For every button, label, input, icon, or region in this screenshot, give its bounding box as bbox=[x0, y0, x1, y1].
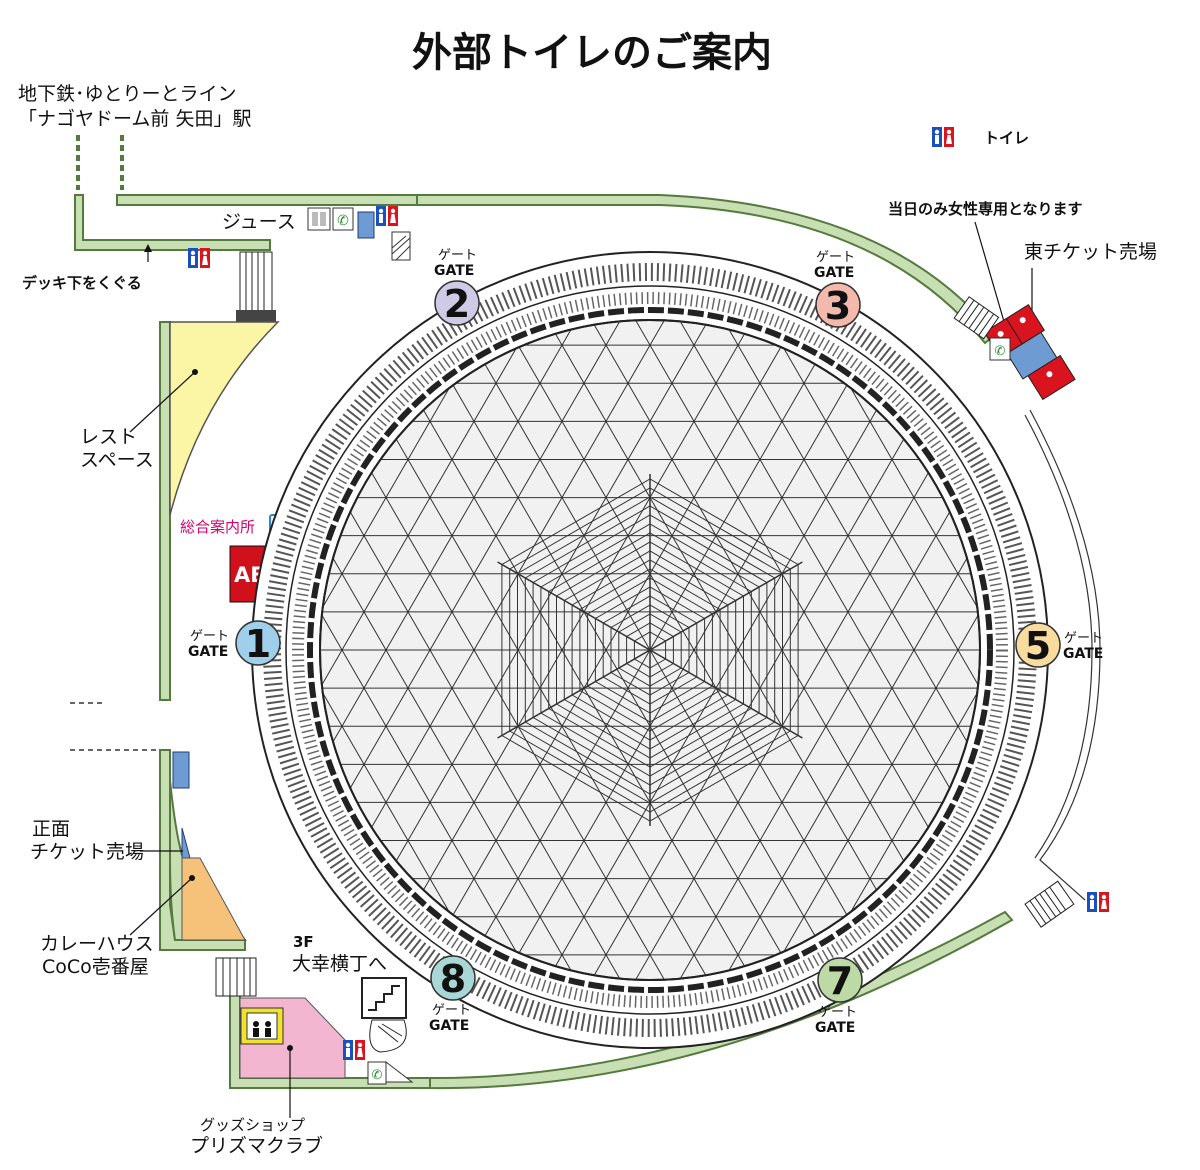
gate-2[interactable]: 2 ゲート GATE bbox=[434, 248, 480, 326]
curry-label: カレーハウス bbox=[40, 933, 154, 955]
women-only-note: 当日のみ女性専用となります bbox=[888, 200, 1083, 218]
east-stairs bbox=[953, 296, 1000, 340]
legend-toilet-label: トイレ bbox=[984, 129, 1029, 147]
gate-5-badge bbox=[1015, 622, 1061, 668]
station-name-label: 「ナゴヤドーム前 矢田」駅 bbox=[18, 108, 251, 130]
walkway bbox=[74, 194, 1014, 1090]
gate-3-badge bbox=[815, 282, 861, 328]
gate-8-number: 8 bbox=[440, 957, 466, 1001]
gate-1-label-jp: ゲート bbox=[190, 629, 229, 644]
stairs-dest-label: 大幸横丁へ bbox=[292, 953, 387, 975]
front-ticket-booth bbox=[181, 827, 191, 859]
stairs-floor-label: 3F bbox=[293, 933, 314, 951]
rest-space-label: レスト bbox=[80, 426, 137, 448]
corner-shelter bbox=[385, 1060, 414, 1083]
vending-machine-icon bbox=[307, 207, 331, 231]
phone-icon: ✆ bbox=[989, 337, 1011, 361]
gate-7-number: 7 bbox=[827, 959, 853, 1003]
east-path-inner bbox=[1024, 414, 1093, 859]
gate-3-label-jp: ゲート bbox=[816, 250, 855, 265]
gate-3-label-en: GATE bbox=[814, 265, 854, 281]
gate-8[interactable]: 8 ゲート GATE bbox=[429, 955, 476, 1034]
phone-icon: ✆ bbox=[367, 1061, 387, 1085]
stairs-icon bbox=[391, 231, 411, 261]
front-ticket-label: 正面 bbox=[32, 818, 70, 840]
dome bbox=[251, 251, 1049, 1049]
gate-7-badge bbox=[817, 957, 863, 1003]
gate-5-label-en: GATE bbox=[1063, 646, 1103, 662]
deck-label: デッキ下をくぐる bbox=[22, 274, 142, 292]
svg-text:✆: ✆ bbox=[995, 344, 1006, 359]
goods-shop-label: プリズマクラブ bbox=[190, 1134, 323, 1157]
entrance-stairs bbox=[236, 251, 276, 322]
page-title: 外部トイレのご案内 bbox=[412, 30, 772, 76]
gate-7-label-jp: ゲート bbox=[818, 1005, 857, 1020]
deck-arrow-head bbox=[144, 244, 152, 252]
gate-5-label-jp: ゲート bbox=[1064, 631, 1103, 646]
east-path-outer bbox=[1029, 409, 1101, 901]
gate-2-number: 2 bbox=[444, 282, 470, 326]
gate-2-badge bbox=[434, 280, 480, 326]
svg-text:✆: ✆ bbox=[372, 1068, 383, 1083]
juice-label: ジュース bbox=[222, 211, 296, 233]
toilet-icon bbox=[343, 1040, 365, 1060]
gate-2-label-jp: ゲート bbox=[438, 248, 477, 263]
southeast-stairs bbox=[1024, 880, 1075, 928]
stairs-icon bbox=[361, 977, 407, 1053]
gate-7-label-en: GATE bbox=[815, 1020, 855, 1036]
rest-space-leader bbox=[129, 371, 196, 433]
elevator-icon bbox=[240, 1007, 284, 1045]
ticket-booth bbox=[357, 211, 375, 239]
women-only-leader bbox=[974, 221, 1006, 326]
gate-1-label-en: GATE bbox=[188, 644, 228, 660]
gate-3-number: 3 bbox=[825, 284, 851, 328]
gate-7[interactable]: 7 ゲート GATE bbox=[815, 957, 863, 1036]
gate-3[interactable]: 3 ゲート GATE bbox=[814, 250, 861, 328]
front-ticket-label: チケット売場 bbox=[30, 841, 144, 863]
goods-shop-label: グッズショップ bbox=[200, 1116, 305, 1134]
ticket-booth bbox=[172, 751, 190, 789]
info-center-label: 総合案内所 bbox=[180, 518, 255, 536]
rest-space-label: スペース bbox=[80, 449, 154, 471]
svg-text:✆: ✆ bbox=[337, 213, 349, 229]
gate-8-label-en: GATE bbox=[429, 1018, 469, 1034]
curry-leader bbox=[129, 877, 193, 936]
lower-stairs bbox=[215, 957, 257, 997]
toilet-icon bbox=[1087, 892, 1109, 912]
gate-1[interactable]: 1 ゲート GATE bbox=[188, 620, 281, 666]
gate-1-number: 1 bbox=[245, 622, 271, 666]
legend-toilet-icon bbox=[932, 127, 954, 147]
toilet-icon bbox=[376, 206, 398, 226]
east-ticket-label: 東チケット売場 bbox=[1024, 241, 1157, 263]
station-line-label: 地下鉄･ゆとりーとライン bbox=[18, 83, 237, 105]
gate-5[interactable]: 5 ゲート GATE bbox=[1015, 622, 1103, 668]
rest-space bbox=[169, 321, 280, 516]
gate-5-number: 5 bbox=[1025, 624, 1051, 668]
curry-label: CoCo壱番屋 bbox=[42, 956, 149, 978]
gate-1-badge bbox=[235, 620, 281, 666]
curry-house bbox=[181, 857, 246, 941]
gate-8-label-jp: ゲート bbox=[432, 1003, 471, 1018]
roof-hexagon bbox=[497, 474, 803, 826]
gate-8-badge bbox=[430, 955, 476, 1001]
gate-2-label-en: GATE bbox=[434, 263, 474, 279]
phone-icon: ✆ bbox=[332, 207, 354, 231]
